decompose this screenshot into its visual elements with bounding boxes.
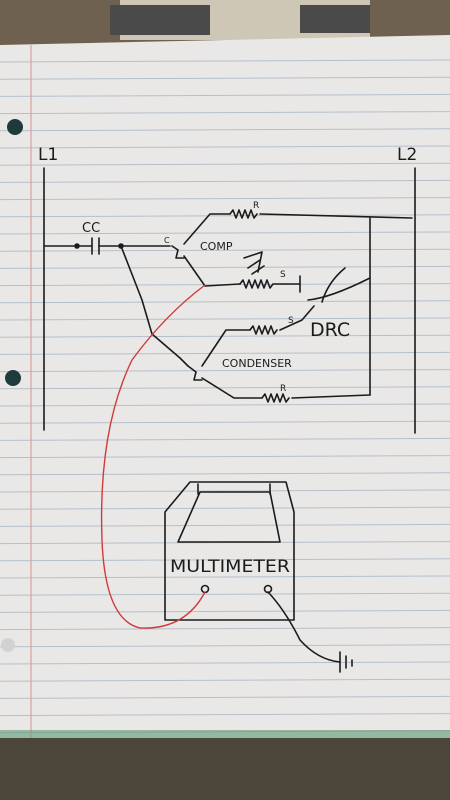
rule-line [0, 59, 450, 63]
multimeter-body [164, 481, 295, 621]
condenser-run-lead [201, 377, 263, 399]
resistor-icon [261, 393, 290, 403]
s-condenser-label: S [288, 316, 294, 326]
red-probe-lead [100, 284, 206, 629]
condenser-common-terminal [187, 365, 203, 381]
rule-line [0, 678, 450, 682]
rule-line [0, 420, 450, 424]
rule-line [0, 265, 450, 269]
r-bottom-label: R [280, 384, 286, 394]
rule-line [0, 351, 450, 355]
rule-line [0, 386, 450, 390]
relay-contact [321, 267, 346, 303]
drc-label: DRC [310, 319, 350, 341]
start-cap-lead [243, 251, 263, 273]
rule-line [0, 111, 450, 115]
rule-line [0, 592, 450, 596]
rule-line [0, 609, 450, 613]
ground-symbol-icon [339, 651, 353, 673]
l1-label: L1 [38, 145, 58, 165]
cc-label: CC [82, 221, 100, 236]
rule-line [0, 403, 450, 407]
resistor-icon [249, 325, 278, 335]
comp-run-lead [183, 213, 231, 245]
rule-line [0, 300, 450, 304]
rule-line [0, 455, 450, 459]
rule-line [0, 489, 450, 493]
comp-run-wire [259, 213, 413, 219]
rule-line [0, 575, 450, 579]
rule-line [0, 644, 450, 648]
multimeter-label: MULTIMETER [170, 557, 290, 577]
rule-line [0, 472, 450, 476]
resistor-icon [239, 279, 274, 289]
rule-line [0, 506, 450, 510]
condenser-start-lead [201, 329, 251, 367]
rule-line [0, 334, 450, 338]
rule-line [0, 627, 450, 631]
rule-line [0, 179, 450, 183]
s-comp-label: S [280, 270, 286, 280]
rule-line [0, 369, 450, 373]
comp-label: COMP [200, 240, 233, 253]
black-probe-lead [267, 591, 341, 663]
rule-line [0, 523, 450, 527]
rule-line [0, 317, 450, 321]
notebook-paper [0, 35, 450, 800]
comp-start-lead [183, 255, 241, 287]
r-top-label: R [253, 201, 259, 211]
rule-line [0, 695, 450, 699]
punch-hole [7, 119, 23, 135]
rule-line [0, 248, 450, 252]
rule-line [0, 93, 450, 97]
rule-line [0, 661, 450, 665]
punch-hole [5, 370, 21, 386]
rule-line [0, 197, 450, 201]
relay-arc [307, 277, 371, 301]
condenser-label: CONDENSER [222, 357, 292, 370]
resistor-icon [229, 209, 258, 219]
rule-line [0, 76, 450, 80]
rule-line [0, 145, 450, 149]
rule-line [0, 231, 450, 235]
rule-line [0, 128, 450, 132]
rule-line [0, 162, 450, 166]
rule-line [0, 437, 450, 441]
rule-line [0, 558, 450, 562]
condenser-start-wire [279, 305, 315, 331]
comp-common-terminal [171, 245, 185, 259]
rule-line [0, 214, 450, 218]
l2-label: L2 [397, 145, 417, 165]
comp-common-label: C [164, 236, 170, 245]
condenser-run-wire [291, 394, 371, 399]
punch-hole [1, 638, 15, 652]
rule-line [0, 713, 450, 717]
